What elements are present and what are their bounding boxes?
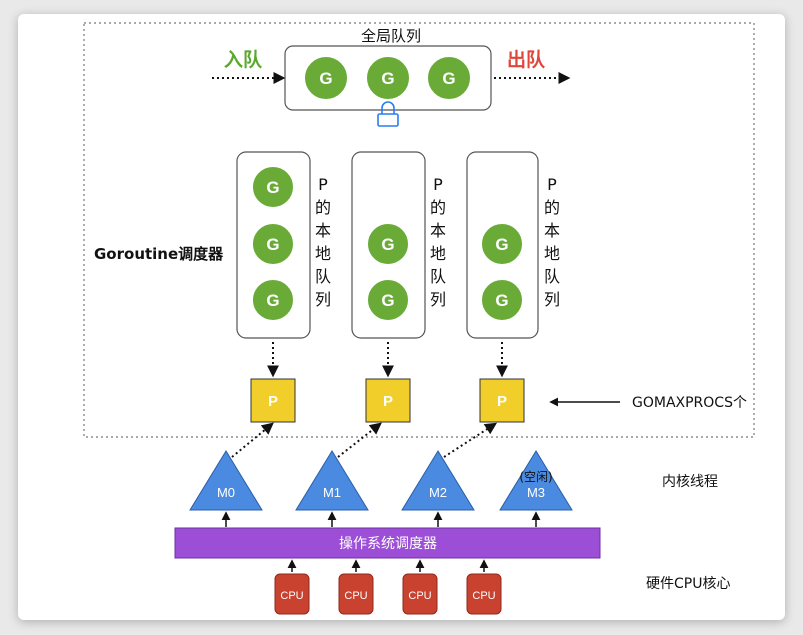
lock-icon bbox=[377, 101, 399, 127]
svg-text:G: G bbox=[266, 235, 279, 254]
thread-to-p-arrow bbox=[337, 422, 382, 458]
scheduler-label: Goroutine调度器 bbox=[94, 245, 224, 263]
local-queue-goroutine: G bbox=[480, 278, 524, 322]
svg-text:G: G bbox=[266, 178, 279, 197]
kernel-thread-label: 内核线程 bbox=[662, 474, 718, 490]
thread-triangle: M1 bbox=[295, 450, 369, 511]
processor-box: P bbox=[365, 378, 411, 423]
svg-text:地: 地 bbox=[544, 244, 560, 263]
svg-text:CPU: CPU bbox=[280, 590, 303, 602]
gomaxprocs-label: GOMAXPROCS个 bbox=[632, 395, 747, 411]
go-scheduler-region bbox=[83, 22, 755, 438]
svg-text:的: 的 bbox=[544, 198, 560, 217]
global-queue-title: 全局队列 bbox=[361, 27, 421, 45]
cpu-box: CPU bbox=[402, 573, 438, 615]
thread-triangle: M2 bbox=[401, 450, 475, 511]
enqueue-label: 入队 bbox=[224, 48, 263, 71]
global-queue-goroutine: G bbox=[303, 55, 349, 101]
thread-triangle: M3 bbox=[499, 450, 573, 511]
svg-text:G: G bbox=[495, 291, 508, 310]
thread-triangle: M0 bbox=[189, 450, 263, 511]
svg-text:列: 列 bbox=[430, 290, 446, 309]
processor-box: P bbox=[250, 378, 296, 423]
svg-text:列: 列 bbox=[315, 290, 331, 309]
cpu-cores-label: 硬件CPU核心 bbox=[646, 576, 730, 592]
svg-text:M0: M0 bbox=[217, 485, 235, 500]
svg-text:列: 列 bbox=[544, 290, 560, 309]
svg-text:G: G bbox=[381, 235, 394, 254]
svg-text:G: G bbox=[442, 69, 455, 88]
thread-to-p-arrow bbox=[443, 422, 498, 458]
svg-text:队: 队 bbox=[544, 267, 560, 286]
local-queue-goroutine: G bbox=[480, 222, 524, 266]
svg-text:队: 队 bbox=[430, 267, 446, 286]
local-queue-caption: P 的 本 地 队 列 bbox=[430, 175, 446, 309]
svg-text:队: 队 bbox=[315, 267, 331, 286]
processor-box: P bbox=[479, 378, 525, 423]
svg-text:G: G bbox=[266, 291, 279, 310]
local-queue-goroutine: G bbox=[251, 165, 295, 209]
svg-text:P: P bbox=[268, 393, 278, 410]
dequeue-label: 出队 bbox=[507, 48, 546, 71]
svg-text:本: 本 bbox=[544, 221, 560, 240]
svg-text:本: 本 bbox=[430, 221, 446, 240]
cpu-box: CPU bbox=[466, 573, 502, 615]
idle-label: (空闲) bbox=[519, 470, 552, 484]
svg-text:G: G bbox=[381, 291, 394, 310]
svg-text:CPU: CPU bbox=[344, 590, 367, 602]
svg-text:P: P bbox=[497, 393, 507, 410]
svg-text:G: G bbox=[495, 235, 508, 254]
svg-text:M2: M2 bbox=[429, 485, 447, 500]
os-scheduler-label: 操作系统调度器 bbox=[339, 536, 437, 552]
svg-text:M1: M1 bbox=[323, 485, 341, 500]
local-queue-goroutine: G bbox=[366, 222, 410, 266]
os-scheduler-bar bbox=[174, 527, 601, 559]
global-queue-goroutine: G bbox=[365, 55, 411, 101]
svg-text:P: P bbox=[547, 175, 557, 194]
local-queue-goroutine: G bbox=[251, 222, 295, 266]
svg-text:CPU: CPU bbox=[408, 590, 431, 602]
svg-text:本: 本 bbox=[315, 221, 331, 240]
svg-text:的: 的 bbox=[315, 198, 331, 217]
svg-text:P: P bbox=[318, 175, 328, 194]
local-queue-goroutine: G bbox=[251, 278, 295, 322]
local-queue-caption: P 的 本 地 队 列 bbox=[315, 175, 331, 309]
local-queue-caption: P 的 本 地 队 列 bbox=[544, 175, 560, 309]
cpu-box: CPU bbox=[274, 573, 310, 615]
svg-text:地: 地 bbox=[430, 244, 446, 263]
svg-text:M3: M3 bbox=[527, 485, 545, 500]
svg-text:G: G bbox=[319, 69, 332, 88]
thread-to-p-arrow bbox=[231, 422, 274, 458]
svg-text:地: 地 bbox=[315, 244, 331, 263]
svg-text:的: 的 bbox=[430, 198, 446, 217]
cpu-box: CPU bbox=[338, 573, 374, 615]
local-queue-goroutine: G bbox=[366, 278, 410, 322]
svg-text:G: G bbox=[381, 69, 394, 88]
global-queue-goroutine: G bbox=[426, 55, 472, 101]
svg-text:P: P bbox=[383, 393, 393, 410]
svg-text:P: P bbox=[433, 175, 443, 194]
svg-text:CPU: CPU bbox=[472, 590, 495, 602]
